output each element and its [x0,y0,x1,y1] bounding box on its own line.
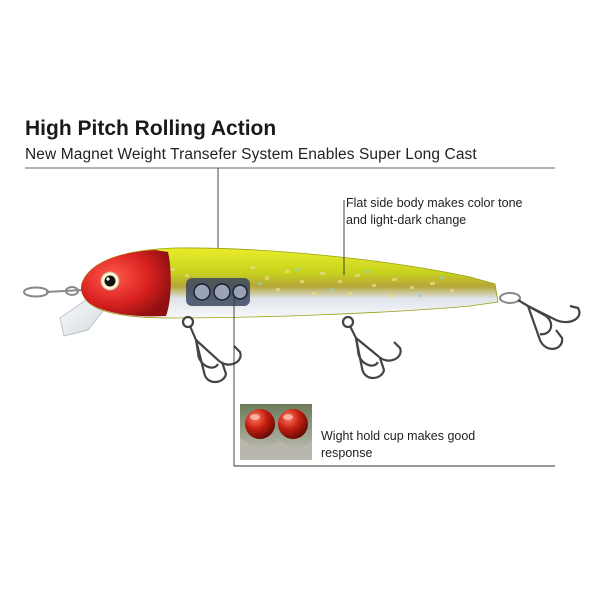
callout-weight-hold-cup: Wight hold cup makes good response [321,429,476,460]
weight-chamber [186,278,250,306]
eye-icon [100,271,120,291]
front-treble-hook [181,315,242,384]
lure-body [80,247,499,319]
middle-treble-hook [341,315,402,380]
lure-head [81,250,171,317]
holo-speckles [170,266,454,297]
tail-ring [499,292,521,304]
headline-title: High Pitch Rolling Action [25,117,277,140]
callout-flat-side-body: Flat side body makes color tone and ligh… [346,196,523,227]
weight-cup-inset [240,404,312,460]
rear-treble-hook [517,299,581,350]
headline-subtitle: New Magnet Weight Transefer System Enabl… [25,146,477,163]
line-tie [23,286,83,298]
